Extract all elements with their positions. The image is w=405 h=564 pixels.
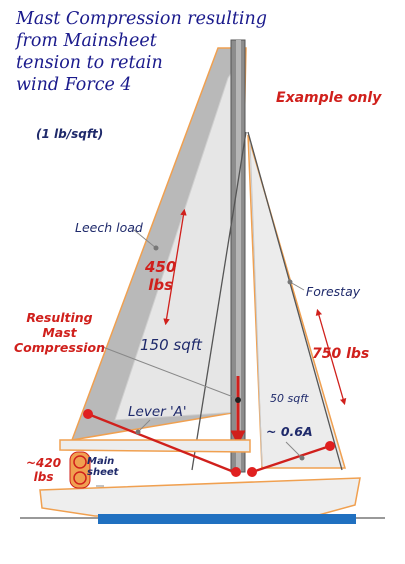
hull-bottom-blue <box>98 514 356 524</box>
mainsheet-label: Main sheet <box>87 456 119 478</box>
lever-a-pointer <box>137 419 151 433</box>
boom <box>59 439 251 453</box>
jib-tack-point <box>325 441 335 451</box>
pressure-note: (1 lb/sqft) <box>36 127 104 141</box>
mainsheet-upper-sheave <box>73 455 87 469</box>
leech-load-arrow <box>163 208 187 326</box>
mast-foot-point <box>247 467 257 477</box>
clew-point <box>83 409 93 419</box>
forestay-line <box>247 131 343 471</box>
example-note: Example only <box>276 90 382 106</box>
mainsheet-load-value: ~420 lbs <box>26 456 62 484</box>
mainsheet-lower-sheave <box>73 471 87 485</box>
lever-a-pointer-dot <box>135 429 141 435</box>
lever-a-label: Lever 'A' <box>128 404 187 420</box>
jib-leech-line <box>249 139 263 467</box>
forestay-label: Forestay <box>306 284 361 299</box>
leech-pointer-dot <box>153 245 159 251</box>
forestay-load-arrow <box>315 308 347 406</box>
compression-pointer <box>99 345 237 399</box>
diagram-title: Mast Compression resulting from Mainshee… <box>16 9 267 95</box>
mast-compression-label: Resulting Mast Compression <box>14 310 106 355</box>
leech-pointer <box>133 229 157 249</box>
lever-fraction-pointer-dot <box>299 455 305 461</box>
shroud-line <box>191 131 247 471</box>
gooseneck-point <box>231 467 241 477</box>
forestay-pointer-dot <box>287 279 293 285</box>
leech-load-value: 450 lbs <box>145 258 177 294</box>
leech-load-label: Leech load <box>75 220 143 235</box>
lever-a-line <box>87 412 235 474</box>
lever-fraction-pointer <box>285 441 303 459</box>
forestay-pointer <box>289 281 305 291</box>
mainsail-area-label: 150 sqft <box>140 336 202 354</box>
mast-point <box>235 397 241 403</box>
mast-highlight <box>236 40 241 472</box>
lever-fraction-label: ~ 0.6A <box>266 424 313 439</box>
lever-fraction-line <box>251 444 331 474</box>
mainsail <box>114 58 241 421</box>
jib-area-label: 50 sqft <box>270 392 309 405</box>
forestay-load-value: 750 lbs <box>312 346 370 362</box>
